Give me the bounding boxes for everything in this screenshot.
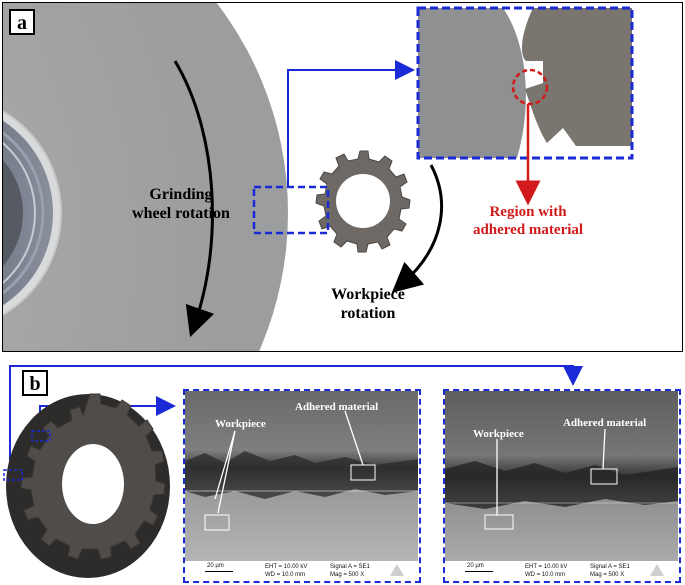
workpiece-rotation-line2: rotation [340, 305, 396, 322]
workpiece-rotation-arrow [391, 164, 444, 293]
sem-left-scale-bar [205, 563, 233, 572]
sem-right-mag: Mag = 500 X [590, 572, 625, 578]
workpiece-gear-3d [6, 393, 170, 578]
sample-box-left [3, 469, 23, 481]
wheel-rotation-label: Grinding wheel rotation [121, 185, 241, 223]
contact-region-box [252, 185, 330, 235]
zoom-connector [287, 60, 415, 187]
panel-a-label: a [9, 9, 35, 35]
sem-left-workpiece-label: Workpiece [215, 418, 266, 430]
sem-right-scale-bar [465, 563, 493, 572]
sem-right-eht: EHT = 10.00 kV [525, 564, 568, 570]
sem-left-info-bar: 20 µm EHT = 10.00 kV WD = 10.0 mm Signal… [185, 561, 418, 581]
sem-right-micrograph [445, 391, 678, 561]
region-label: Region with adhered material [463, 203, 593, 239]
workpiece-gear [315, 150, 411, 253]
sem-left-signal: Signal A = SE1 [330, 564, 370, 570]
sem-right-adhered-label: Adhered material [563, 417, 647, 429]
sem-left-micrograph [185, 391, 418, 561]
sem-right-scale: 20 µm [467, 563, 484, 569]
panel-b-label: b [22, 370, 48, 396]
wheel-rotation-line2: wheel rotation [132, 205, 230, 222]
sem-left-mag: Mag = 500 X [330, 572, 365, 578]
zoom-inset [416, 6, 634, 160]
panel-a: a Grinding wheel rotation Workpiece rota… [2, 2, 683, 352]
sem-left-wd: WD = 10.0 mm [265, 572, 306, 578]
sem-image-right: Workpiece Adhered material 20 µm EHT = 1… [443, 389, 681, 583]
sem-image-left: Workpiece Adhered material 20 µm EHT = 1… [183, 389, 421, 583]
sem-right-wd: WD = 10.0 mm [525, 572, 566, 578]
wheel-rotation-line1: Grinding [149, 186, 213, 203]
zeiss-logo-icon [650, 564, 664, 576]
sem-left-scale: 20 µm [207, 563, 224, 569]
workpiece-rotation-line1: Workpiece [331, 286, 405, 303]
wheel-rotation-arrow [173, 60, 215, 338]
region-label-line1: Region with [489, 204, 567, 220]
panel-b-illustration [3, 365, 583, 578]
workpiece-rotation-label: Workpiece rotation [313, 285, 423, 323]
panel-a-illustration [3, 3, 634, 351]
grinding-wheel [3, 3, 288, 351]
sample-box-top [31, 430, 51, 442]
sem-right-workpiece-label: Workpiece [473, 428, 524, 440]
sem-right-info-bar: 20 µm EHT = 10.00 kV WD = 10.0 mm Signal… [445, 561, 678, 581]
connector-to-right-sem [9, 365, 583, 474]
sem-left-eht: EHT = 10.00 kV [265, 564, 308, 570]
region-label-line2: adhered material [472, 222, 584, 238]
sem-left-adhered-label: Adhered material [295, 401, 379, 413]
sem-right-signal: Signal A = SE1 [590, 564, 630, 570]
zeiss-logo-icon [390, 564, 404, 576]
